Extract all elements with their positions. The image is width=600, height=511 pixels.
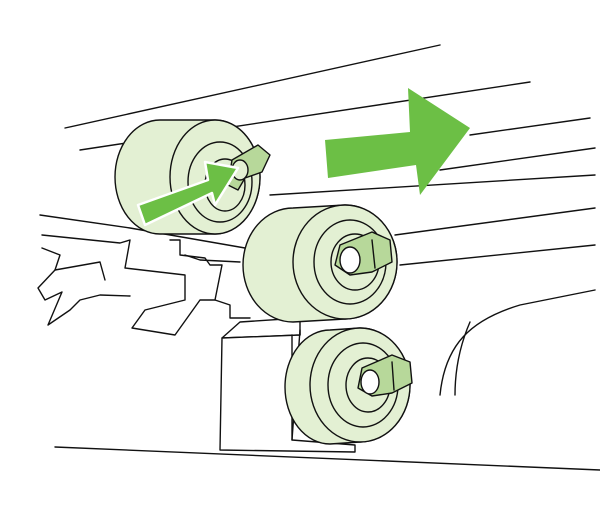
roller-middle-latch	[334, 231, 393, 276]
direction-arrow-right-icon	[325, 88, 470, 195]
push-arrow-icon	[136, 160, 240, 227]
roller-middle	[242, 204, 398, 323]
frame-left	[37, 214, 251, 336]
roller-top-latch	[227, 144, 271, 191]
roller-bottom-latch	[357, 354, 413, 397]
roller-bottom	[284, 327, 413, 445]
roller-top	[114, 119, 271, 235]
